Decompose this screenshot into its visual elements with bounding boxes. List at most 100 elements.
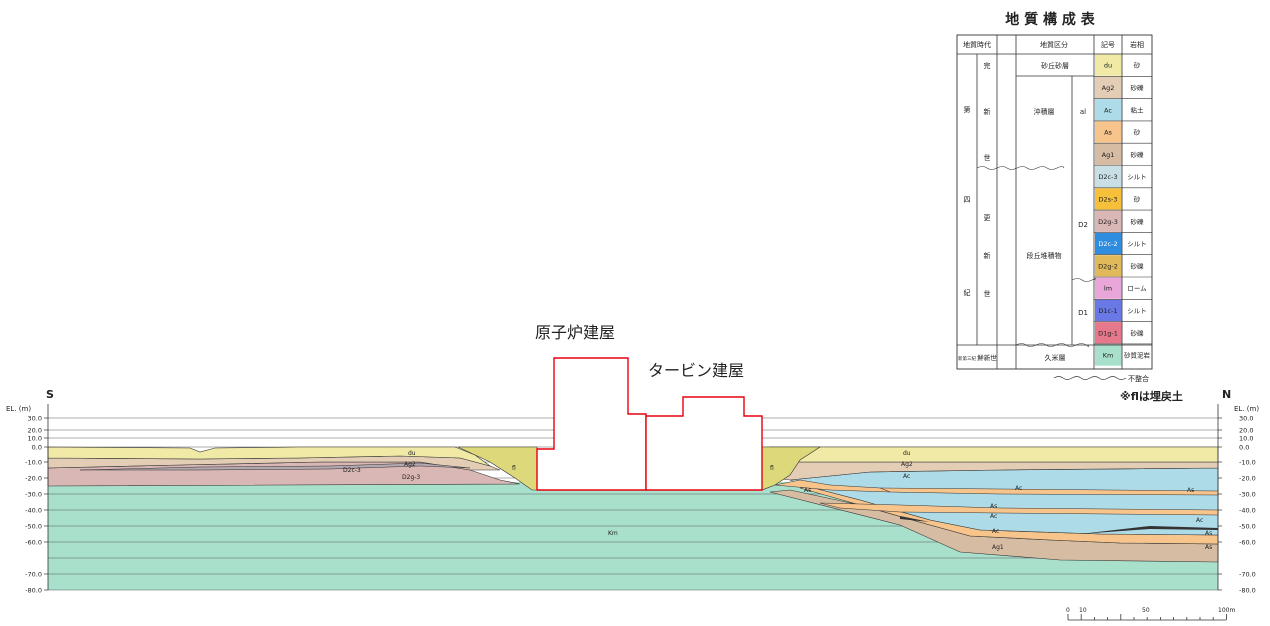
left-axis-tick-label: -20.0: [25, 475, 42, 483]
legend-facies: シルト: [1127, 240, 1147, 248]
legend-color-swatch: [1095, 322, 1122, 344]
legend-unit-dune: 砂丘砂層: [1041, 61, 1069, 70]
turbine-building-label: タービン建屋: [648, 361, 744, 380]
label-d2c3-left: D2c-3: [343, 467, 361, 474]
label-as-b: As: [1187, 487, 1194, 494]
left-axis: S EL. (m) 30.020.010.00.0-10.0-20.0-30.0…: [6, 388, 54, 595]
legend-unit-d2: D2: [1078, 221, 1088, 229]
legend-color-swatch: [1095, 344, 1122, 366]
left-axis-tick-label: -50.0: [25, 523, 42, 531]
legend-facies: 砂: [1134, 61, 1141, 70]
legend-header-symbol: 記号: [1101, 40, 1115, 49]
unconformity-symbol: [1053, 376, 1127, 380]
label-ag2-left: Ag2: [404, 461, 416, 468]
legend-color-swatch: [1095, 166, 1122, 188]
label-fl-right: fl: [770, 465, 774, 472]
legend-facies: シルト: [1127, 173, 1147, 181]
left-axis-tick-label: -10.0: [25, 459, 42, 467]
legend-era-neogene: 新第三紀: [958, 355, 976, 362]
label-ag1: Ag1: [992, 544, 1004, 551]
left-axis-tick-label: 30.0: [28, 415, 42, 423]
legend-facies: シルト: [1127, 307, 1147, 315]
legend-color-swatch: [1095, 255, 1122, 277]
cross-section: du Ag2 D2c-3 D2g-3 fl fl Km du Ag2 Ac Ac…: [47, 323, 1219, 591]
right-axis-tick-label: -40.0: [1239, 507, 1256, 515]
right-axis-tick-label: -80.0: [1239, 587, 1256, 595]
right-axis-tick-label: -50.0: [1239, 523, 1256, 531]
turbine-building: [645, 396, 763, 491]
legend-header-facies: 岩相: [1130, 40, 1144, 49]
right-axis: N EL. (m) 30.020.010.00.0-10.0-20.0-30.0…: [1217, 388, 1259, 595]
legend-code: Km: [1103, 352, 1114, 360]
layer-labels: du Ag2 D2c-3 D2g-3 fl fl Km du Ag2 Ac Ac…: [343, 450, 1212, 551]
legend-code: D1c-1: [1098, 307, 1117, 315]
legend-facies: 砂礫: [1131, 150, 1145, 159]
legend-code: D2g-3: [1098, 218, 1118, 226]
layer-d2c3-left-lens: [79, 462, 471, 471]
legend-pleistocene-3: 世: [984, 289, 991, 298]
left-axis-tick-label: -70.0: [25, 571, 42, 579]
label-as-right: As: [1205, 544, 1212, 551]
left-axis-tick-label: 0.0: [32, 444, 42, 452]
legend-unit-kume: 久米層: [1045, 353, 1066, 362]
legend-header-age: 地質時代: [963, 40, 991, 49]
right-axis-tick-label: 30.0: [1239, 415, 1253, 423]
legend-facies: 粘土: [1131, 105, 1145, 114]
label-du-right: du: [903, 450, 911, 457]
label-du-left: du: [408, 450, 416, 457]
legend-code: lm: [1104, 285, 1112, 293]
legend-facies: 砂礫: [1131, 83, 1145, 92]
legend-code: As: [1104, 129, 1112, 137]
south-label: S: [46, 388, 54, 401]
label-ag2-right: Ag2: [901, 461, 913, 468]
legend-era-quaternary-2: 四: [964, 196, 971, 204]
left-axis-tick-label: -80.0: [25, 587, 42, 595]
legend-color-swatch: [1095, 54, 1122, 76]
label-ac-c: Ac: [990, 513, 997, 520]
scale-label-10: 10: [1079, 607, 1087, 614]
label-as-c: As: [990, 503, 997, 510]
legend-facies: 砂: [1134, 194, 1141, 203]
north-label: N: [1222, 388, 1231, 401]
label-ac-b: Ac: [1015, 485, 1022, 492]
scale-label-0: 0: [1066, 607, 1070, 614]
legend-code: D1g-1: [1098, 329, 1118, 337]
label-fl-left: fl: [512, 465, 516, 472]
legend-fill-note: ※flは埋戻土: [1120, 389, 1183, 403]
legend-code: D2c-3: [1098, 173, 1117, 181]
right-axis-tick-label: -60.0: [1239, 539, 1256, 547]
label-ac-a: Ac: [903, 473, 910, 480]
legend-code: Ac: [1104, 106, 1112, 114]
reactor-building: [536, 357, 647, 491]
legend-color-swatch: [1095, 299, 1122, 322]
label-ac-d: Ac: [1196, 517, 1203, 524]
layer-as-upper-right: [774, 479, 891, 493]
legend-color-swatch: [1095, 210, 1122, 232]
legend-unit-terrace: 段丘堆積物: [1027, 251, 1062, 260]
right-axis-tick-label: -30.0: [1239, 491, 1256, 499]
left-axis-tick-label: -40.0: [25, 507, 42, 515]
label-ac-small: Ac: [992, 528, 999, 535]
legend-code: Ag1: [1102, 151, 1115, 159]
legend-unconformity: 不整合: [1128, 374, 1149, 383]
right-axis-label: EL. (m): [1234, 405, 1259, 413]
scale-label-100: 100m: [1218, 607, 1235, 614]
layer-du-right: [769, 446, 1219, 463]
label-km: Km: [608, 530, 618, 537]
legend-code: D2c-2: [1098, 240, 1117, 248]
legend-color-swatch: [1095, 232, 1122, 255]
legend-facies: 砂礫: [1131, 328, 1145, 337]
legend-holocene-3: 世: [984, 153, 991, 162]
legend-unit-al: al: [1080, 108, 1086, 116]
legend-epoch-pliocene: 鮮新世: [977, 353, 997, 362]
legend-color-swatch: [1095, 143, 1122, 165]
left-axis-tick-label: 10.0: [28, 435, 42, 443]
legend-color-swatch: [1095, 277, 1122, 299]
left-axis-tick-label: -30.0: [25, 491, 42, 499]
legend-pleistocene-2: 新: [984, 251, 991, 260]
legend-era-quaternary-1: 第: [964, 105, 971, 114]
legend-color-swatch: [1095, 121, 1122, 143]
legend-holocene-1: 完: [984, 61, 991, 70]
right-axis-tick-label: -10.0: [1239, 459, 1256, 467]
